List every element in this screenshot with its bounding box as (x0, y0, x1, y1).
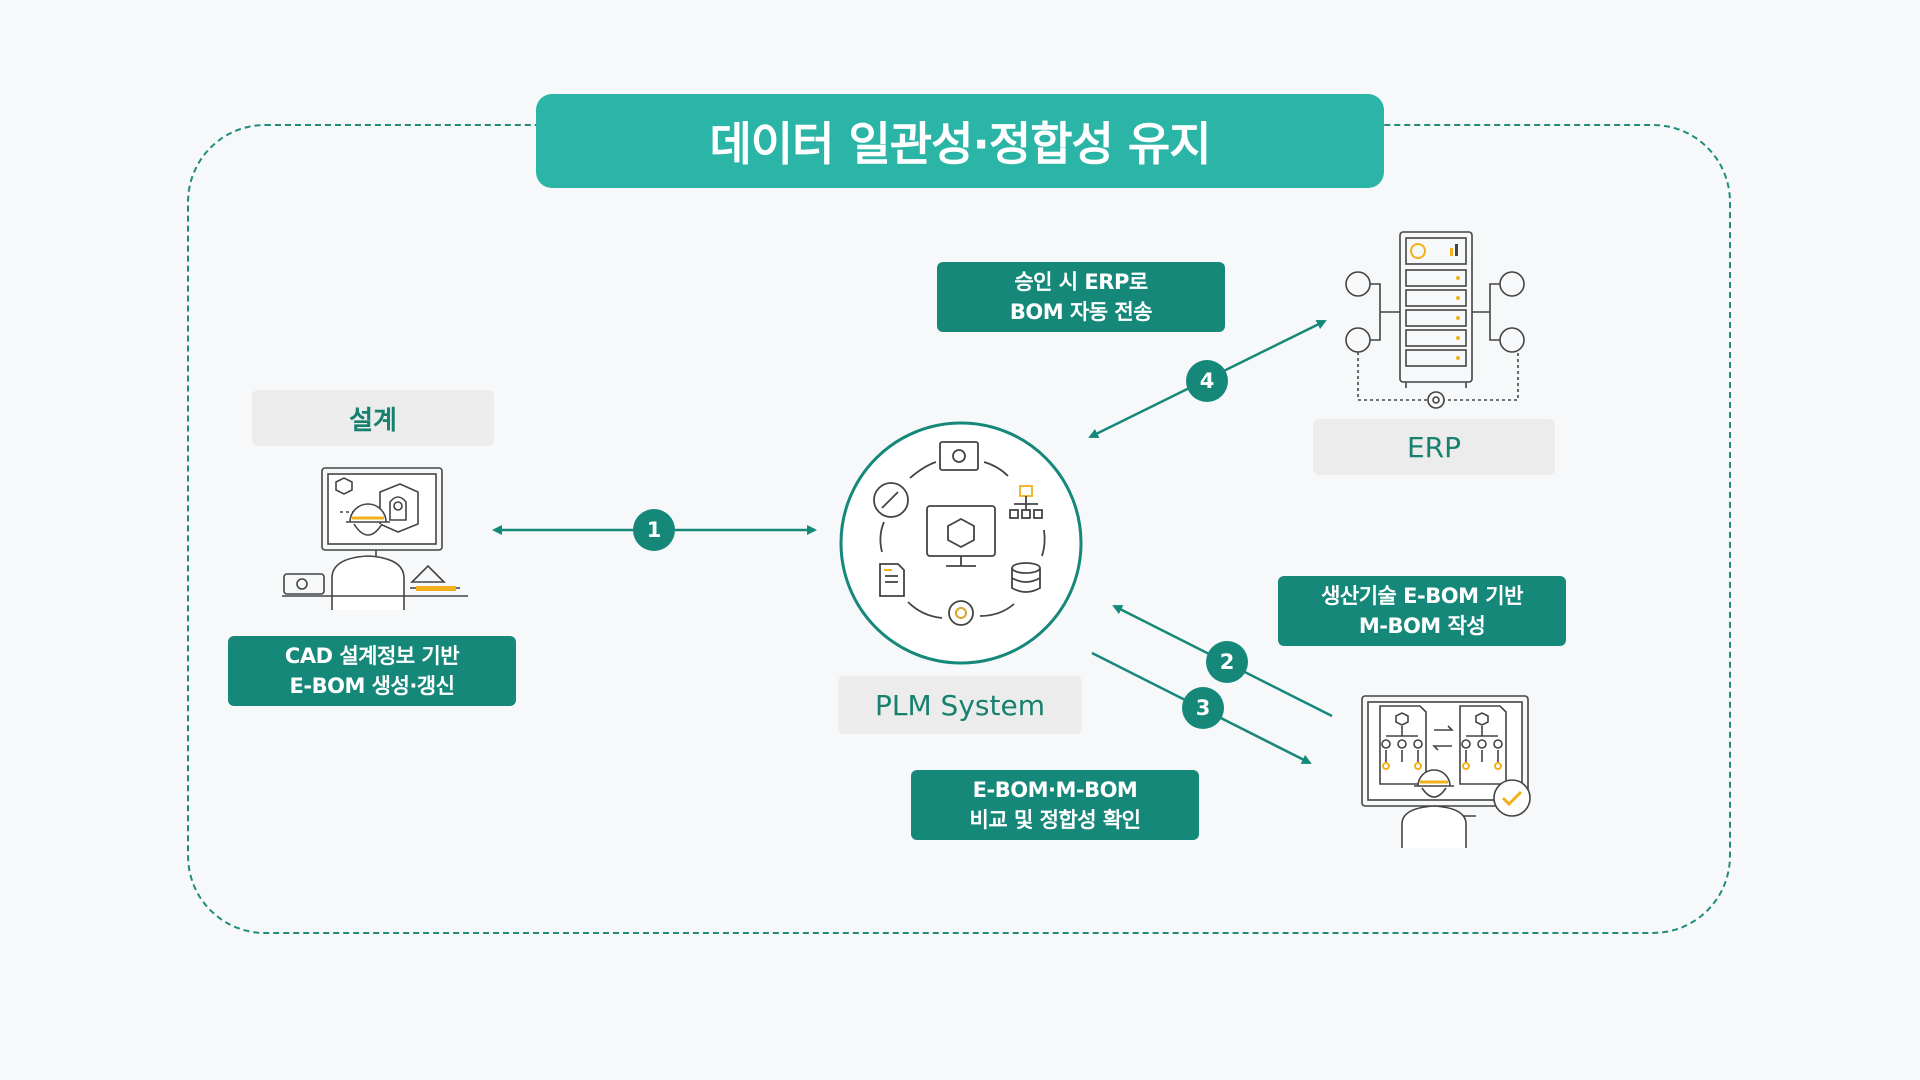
mfg-tag: 생산기술 E-BOM 기반 M-BOM 작성 (1278, 576, 1566, 646)
step-badge-3: 3 (1182, 687, 1224, 729)
engineer-at-cad-workstation-icon (282, 467, 468, 610)
compare-tag: E-BOM·M-BOM 비교 및 정합성 확인 (911, 770, 1199, 840)
step-badge-4: 4 (1186, 360, 1228, 402)
design-tag-line2: E-BOM 생성·갱신 (289, 674, 455, 698)
erp-label: ERP (1313, 419, 1555, 475)
erp-tag-line2: BOM 자동 전송 (1009, 300, 1153, 324)
compare-tag-line2: 비교 및 정합성 확인 (969, 808, 1142, 832)
plm-cycle-icon (839, 421, 1083, 665)
design-tag-line1: CAD 설계정보 기반 (284, 644, 460, 668)
design-tag: CAD 설계정보 기반 E-BOM 생성·갱신 (228, 636, 516, 706)
erp-tag-line1: 승인 시 ERP로 (1014, 270, 1148, 294)
step-badge-1: 1 (633, 509, 675, 551)
engineer-comparing-bom-icon (1361, 695, 1531, 848)
compare-tag-line1: E-BOM·M-BOM (972, 778, 1138, 802)
mfg-tag-line1: 생산기술 E-BOM 기반 (1321, 584, 1523, 608)
design-label: 설계 (252, 390, 494, 446)
page-title: 데이터 일관성·정합성 유지 (536, 94, 1384, 188)
plm-label: PLM System (838, 676, 1082, 734)
erp-tag: 승인 시 ERP로 BOM 자동 전송 (937, 262, 1225, 332)
mfg-tag-line2: M-BOM 작성 (1358, 614, 1486, 638)
erp-server-rack-icon (1345, 231, 1525, 409)
step-badge-2: 2 (1206, 641, 1248, 683)
